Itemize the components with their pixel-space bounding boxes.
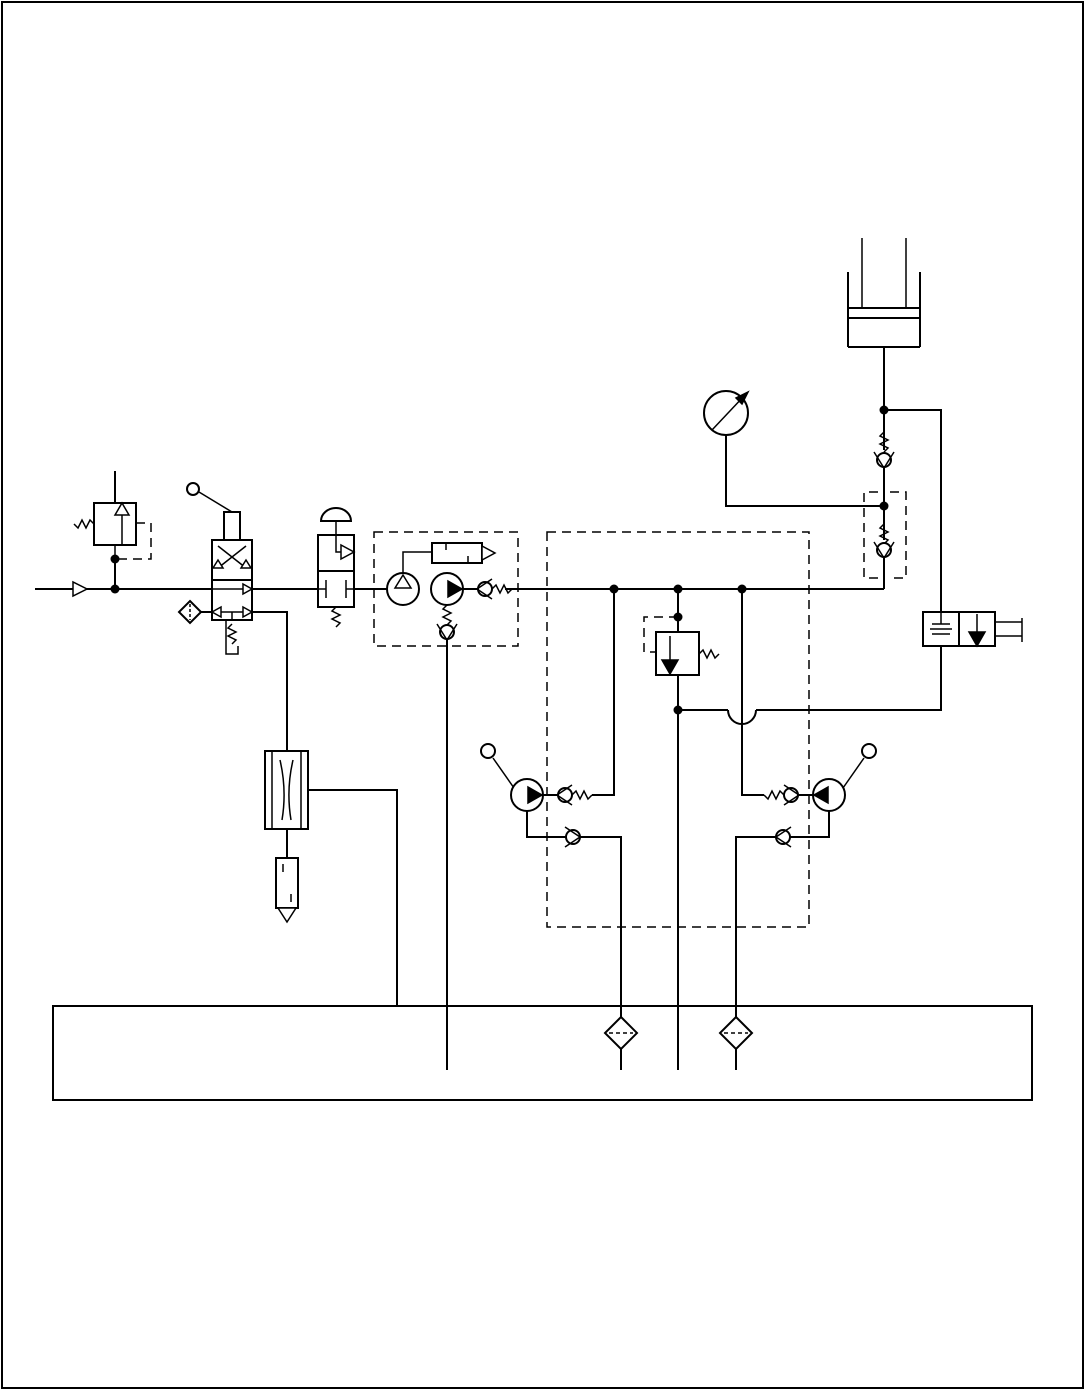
filter-right: [720, 1017, 752, 1049]
air-pump: [431, 573, 547, 1070]
hydraulic-cylinder: [848, 238, 920, 347]
air-filter-icon: [179, 601, 201, 623]
filter-left: [605, 1017, 637, 1049]
hand-pump-left: [481, 589, 621, 1070]
solenoid-valve: [923, 612, 1022, 646]
pressure-gauge: [704, 391, 884, 506]
pressure-regulator: [74, 471, 151, 559]
silencer: [276, 858, 298, 922]
air-inlet: [35, 555, 212, 597]
hand-pump-right: [736, 589, 876, 1070]
relief-valve: [644, 589, 719, 1070]
hand-lever-valve: [187, 483, 252, 654]
reservoir: [53, 1006, 1032, 1100]
push-button-valve: [318, 508, 354, 627]
